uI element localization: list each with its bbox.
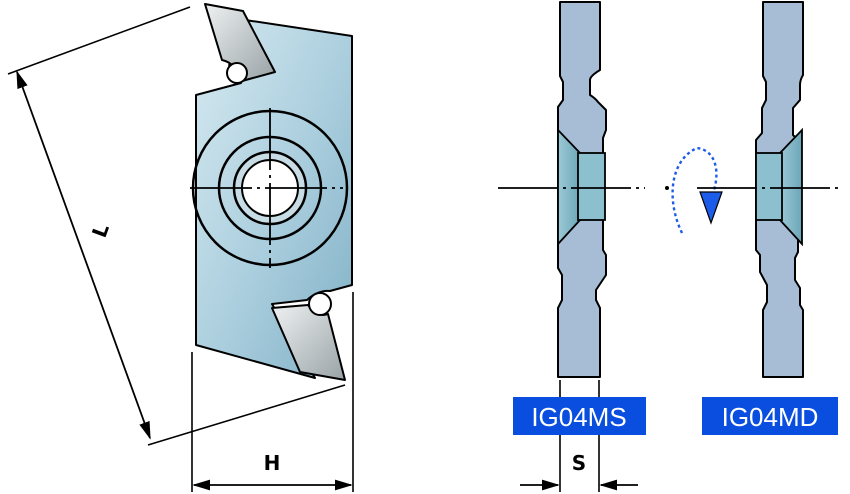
badge-bg-md bbox=[702, 397, 838, 435]
badge-ig04md: IG04MD bbox=[702, 397, 838, 435]
bore-bore-md bbox=[755, 152, 783, 221]
dimension-label-l: L bbox=[87, 220, 114, 240]
extension-line-top bbox=[7, 6, 191, 75]
extension-line-bottom bbox=[147, 384, 346, 446]
bore-bore-ms bbox=[577, 152, 606, 221]
dimension-label-h: H bbox=[264, 451, 281, 475]
badge-label-md: IG04MD bbox=[722, 402, 819, 432]
badge-label-ms: IG04MS bbox=[531, 402, 626, 432]
rotation-arrow-icon bbox=[665, 146, 723, 234]
side-profile-md bbox=[697, 1, 840, 378]
insert-front-view bbox=[190, 3, 353, 381]
dimension-label-s: S bbox=[572, 451, 586, 475]
lower-notch bbox=[308, 292, 332, 316]
upper-notch bbox=[226, 62, 248, 84]
badge-bg-ms bbox=[513, 397, 646, 435]
dimension-line-l bbox=[16, 70, 151, 440]
dimension-h: H bbox=[191, 292, 354, 492]
badge-ig04ms: IG04MS bbox=[513, 397, 646, 435]
side-profile-ms bbox=[498, 1, 645, 378]
dimension-s: S bbox=[520, 380, 638, 492]
